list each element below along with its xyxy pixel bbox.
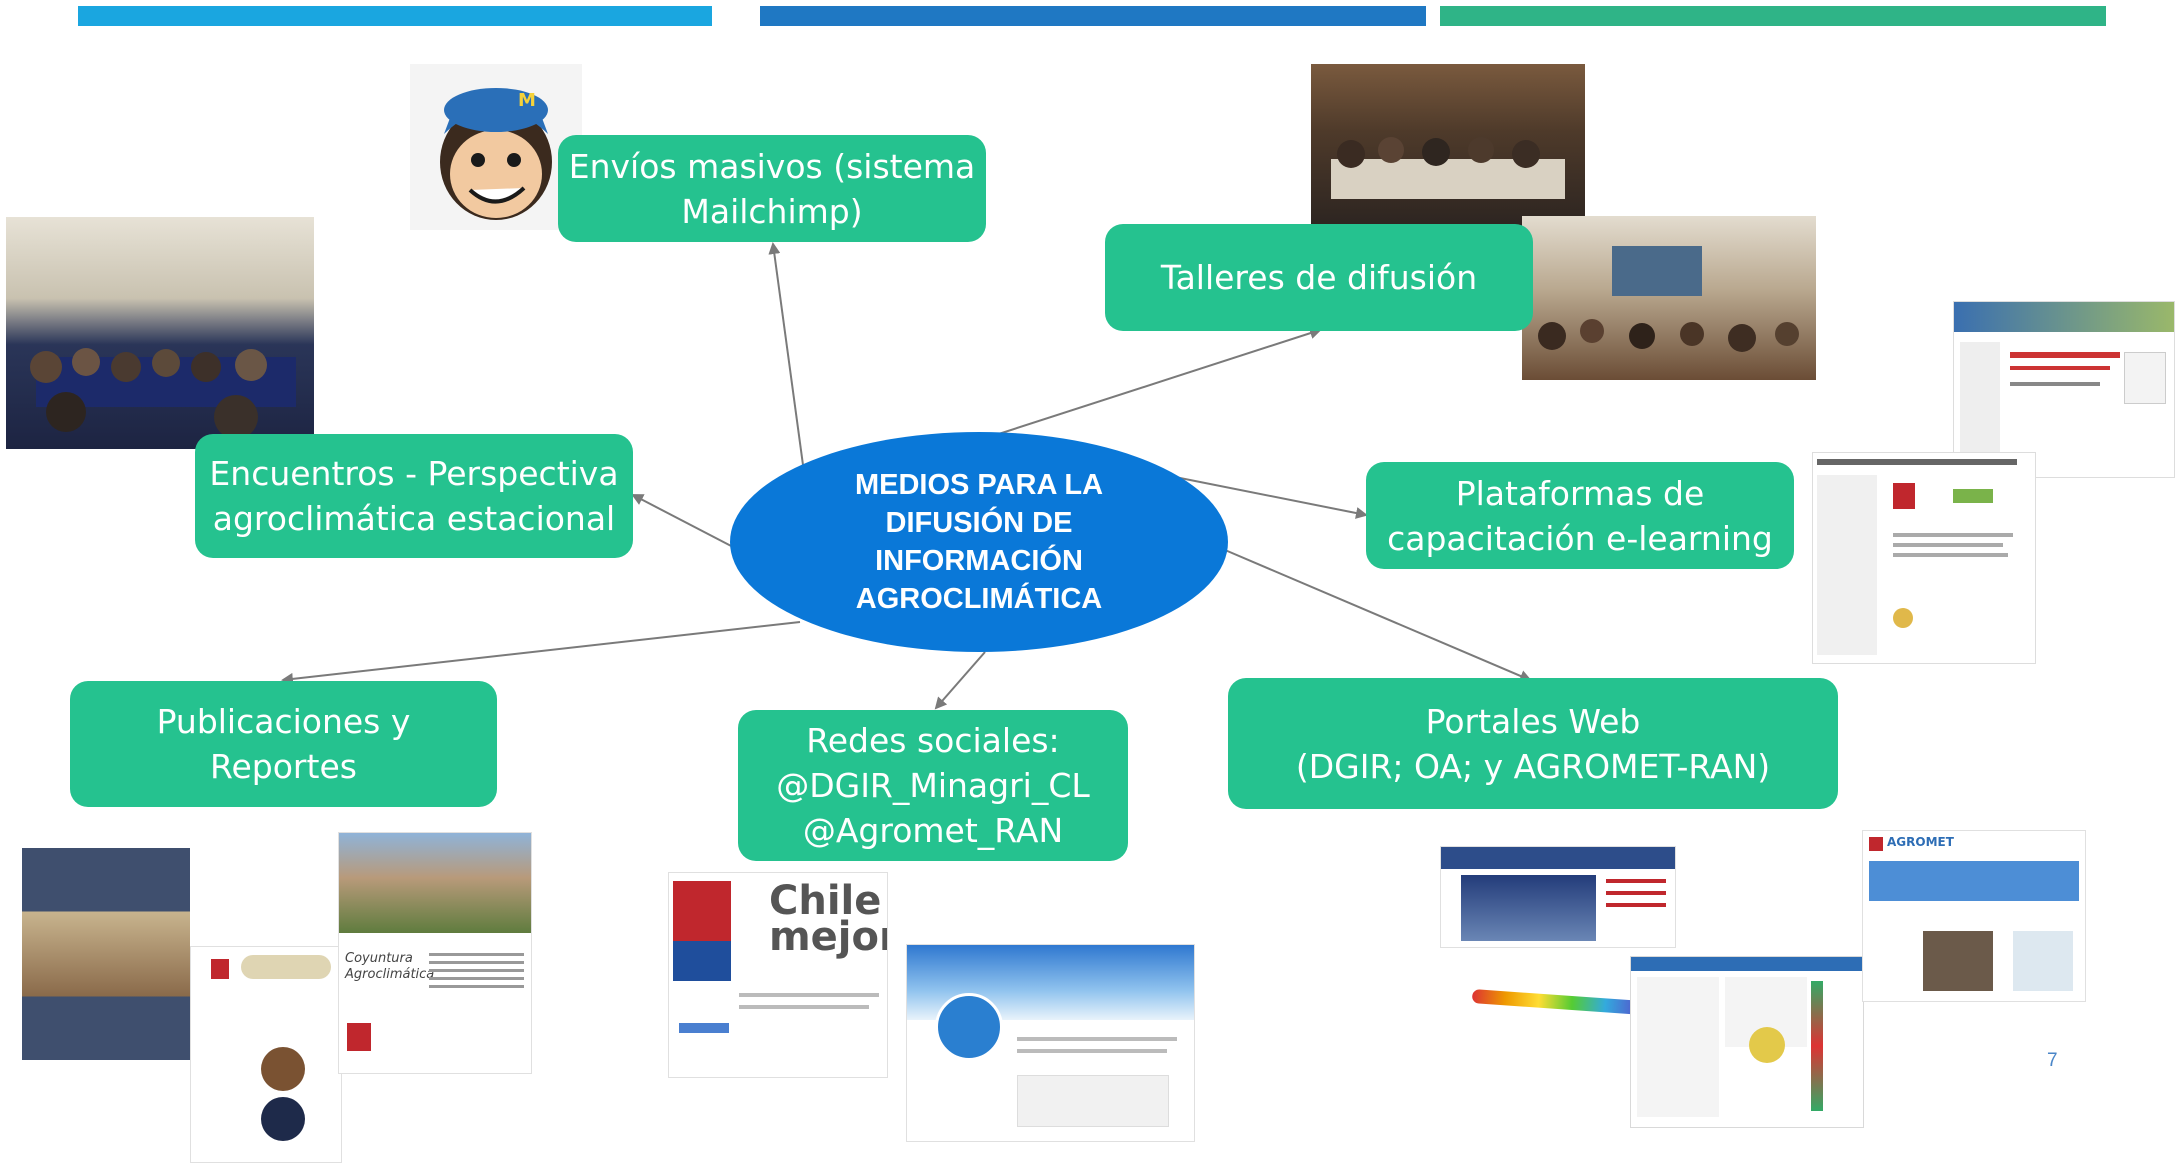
- node-encuentros-line-1: Encuentros - Perspectiva: [209, 454, 619, 493]
- top-bar-1: [78, 6, 712, 26]
- top-bar-2: [760, 6, 1426, 26]
- node-mailchimp-line-1: Envíos masivos (sistema: [568, 146, 976, 186]
- center-line-4: AGROCLIMÁTICA: [855, 583, 1103, 615]
- publication-manual: [190, 946, 342, 1163]
- center-node: MEDIOS PARA LA DIFUSIÓN DE INFORMACIÓN A…: [730, 432, 1228, 652]
- arrow-to-encuentros: [631, 494, 736, 549]
- twitter-agromet-screenshot: [906, 944, 1195, 1142]
- node-mailchimp: Envíos masivos (sistema Mailchimp): [558, 135, 986, 242]
- node-encuentros: Encuentros - Perspectiva agroclimática e…: [195, 434, 633, 558]
- node-plataformas-line-1: Plataformas de: [1455, 473, 1705, 513]
- talleres-photo-1: [1311, 64, 1585, 234]
- node-mailchimp-line-2: Mailchimp): [681, 191, 863, 231]
- arrow-to-plataformas: [1164, 474, 1368, 519]
- svg-text:M: M: [518, 90, 536, 111]
- talleres-photo-2: [1522, 216, 1816, 380]
- chile-mejor-logo-2: mejor: [769, 914, 888, 960]
- elearning-screenshot-1: [1953, 301, 2175, 478]
- chile-mejor-logo-1: Chile: [769, 878, 882, 924]
- node-portales: Portales Web (DGIR; OA; y AGROMET-RAN): [1228, 678, 1838, 809]
- publication-cover-1: [22, 848, 190, 1060]
- node-portales-line-1: Portales Web: [1425, 701, 1641, 741]
- node-plataformas: Plataformas de capacitación e-learning: [1366, 462, 1794, 569]
- node-redes: Redes sociales: @DGIR_Minagri_CL @Agrome…: [738, 710, 1128, 861]
- arrow-to-talleres: [979, 327, 1322, 441]
- portal-dgir-screenshot: [1440, 846, 1676, 948]
- arrow-to-portales: [1224, 549, 1532, 682]
- encuentros-meeting-photo: [6, 217, 314, 449]
- node-encuentros-line-2: agroclimática estacional: [212, 499, 616, 538]
- node-publicaciones-line-2: Reportes: [210, 747, 357, 786]
- arrow-to-mailchimp: [768, 242, 804, 466]
- portal-agromet-screenshot: AGROMET: [1862, 830, 2086, 1002]
- node-portales-line-2: (DGIR; OA; y AGROMET-RAN): [1295, 746, 1771, 786]
- publication-coyuntura: Coyuntura Agroclimática: [338, 832, 532, 1074]
- node-redes-line-3: @Agromet_RAN: [802, 811, 1064, 850]
- node-publicaciones-line-1: Publicaciones y: [156, 702, 411, 741]
- top-bar-3: [1440, 6, 2106, 26]
- arrow-to-publicaciones: [281, 621, 801, 685]
- agromet-logo-text: AGROMET: [1887, 835, 1954, 849]
- node-plataformas-line-2: capacitación e-learning: [1387, 518, 1773, 558]
- twitter-dgir-screenshot: Chile mejor: [668, 872, 888, 1078]
- coyuntura-title-1: Coyuntura: [345, 951, 413, 966]
- arrow-to-redes: [934, 651, 986, 710]
- portal-oa-screenshot: [1630, 956, 1864, 1128]
- center-line-1: MEDIOS PARA LA: [854, 469, 1104, 501]
- node-redes-line-1: Redes sociales:: [806, 721, 1060, 760]
- node-talleres-line-1: Talleres de difusión: [1160, 258, 1478, 297]
- page-number: 7: [2047, 1050, 2058, 1071]
- node-talleres: Talleres de difusión: [1105, 224, 1533, 331]
- center-line-2: DIFUSIÓN DE: [885, 507, 1073, 539]
- node-redes-line-2: @DGIR_Minagri_CL: [776, 766, 1090, 805]
- mailchimp-logo-image: M: [410, 64, 582, 230]
- node-publicaciones: Publicaciones y Reportes: [70, 681, 497, 807]
- center-line-3: INFORMACIÓN: [875, 545, 1083, 577]
- coyuntura-title-2: Agroclimática: [345, 967, 435, 982]
- elearning-screenshot-2: [1812, 452, 2036, 664]
